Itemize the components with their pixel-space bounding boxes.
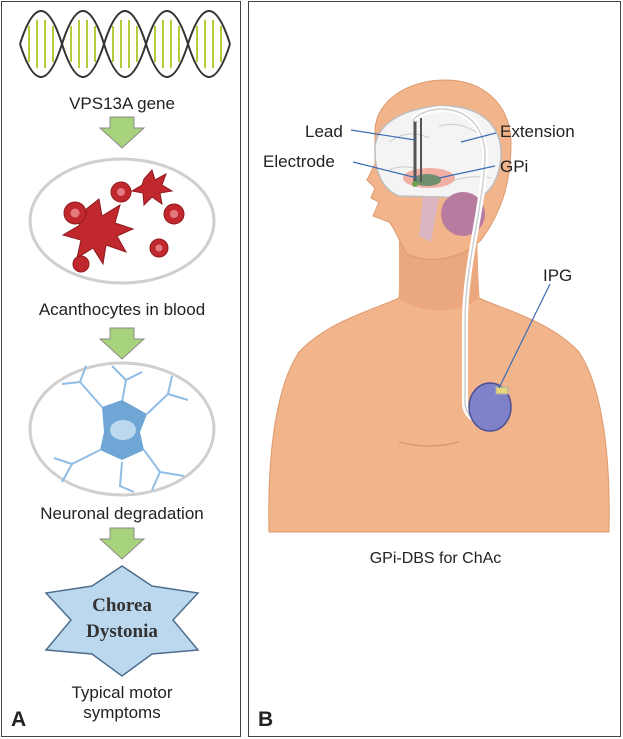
dbs-system — [410, 106, 512, 432]
electrode-label: Electrode — [263, 152, 335, 171]
panel-a-graphics — [19, 10, 231, 677]
panel-a: VPS13A gene Acanthocytes in blood Neuron… — [1, 1, 241, 737]
caption: GPi-DBS for ChAc — [369, 550, 502, 567]
panel-b: Lead Extension Electrode GPi IPG GPi-DBS… — [248, 1, 621, 737]
panel-b-graphics — [268, 79, 610, 533]
acanthocytes-illustration — [28, 157, 216, 285]
dna-helix-icon — [19, 10, 231, 78]
ipg-device — [468, 382, 512, 432]
callout-lines — [350, 129, 551, 389]
down-arrow-icon — [98, 327, 146, 360]
down-arrow-icon — [98, 116, 146, 149]
panel-a-letter: A — [11, 708, 27, 731]
symptoms-label-line1: Typical motor — [71, 683, 173, 702]
gene-label: VPS13A gene — [69, 94, 175, 113]
star-chorea-label: Chorea — [92, 595, 152, 616]
neuron-illustration — [28, 361, 216, 497]
star-dystonia-label: Dystonia — [86, 621, 158, 642]
neuronal-degradation-label: Neuronal degradation — [40, 504, 204, 523]
symptoms-label-line2: symptoms — [83, 703, 161, 722]
ipg-label: IPG — [543, 266, 573, 285]
lead-label: Lead — [305, 122, 343, 141]
extension-label: Extension — [500, 122, 575, 141]
down-arrow-icon — [98, 527, 146, 560]
gpi-label: GPi — [500, 157, 529, 176]
acanthocytes-label: Acanthocytes in blood — [38, 300, 206, 319]
panel-b-letter: B — [258, 708, 274, 731]
symptom-star — [44, 565, 200, 677]
